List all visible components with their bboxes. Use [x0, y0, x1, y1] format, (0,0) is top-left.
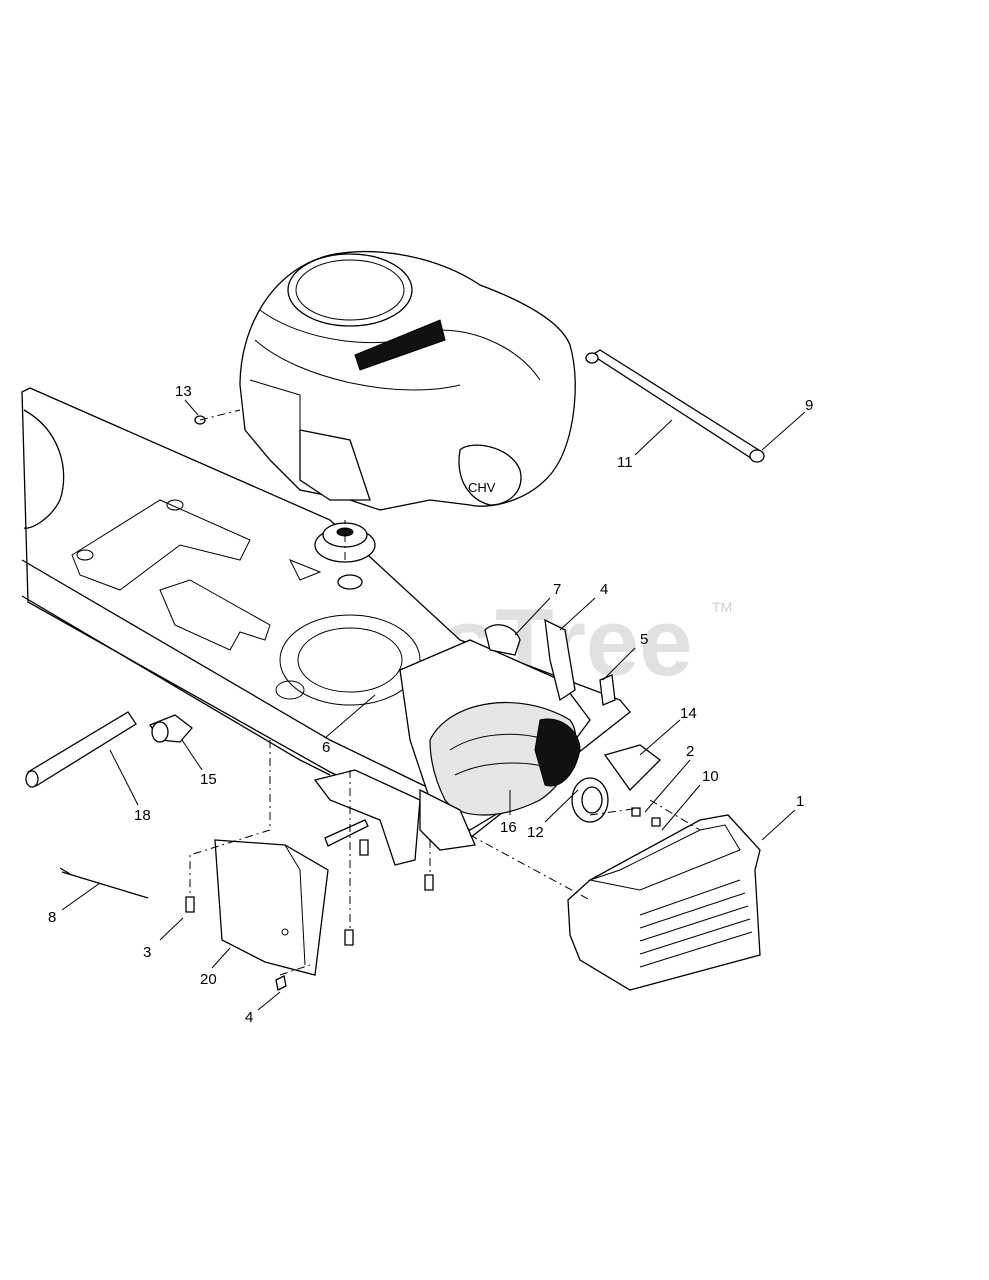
callout-11: 11 [617, 454, 633, 471]
callout-7: 7 [553, 581, 561, 598]
watermark-trademark: TM [712, 599, 732, 615]
muffler-shield-part-1 [567, 814, 761, 991]
callout-20: 20 [200, 971, 217, 988]
callout-4-top: 4 [600, 581, 608, 598]
engine: CHV [239, 250, 576, 511]
callout-1: 1 [796, 793, 804, 810]
shield-plate-part-20 [214, 839, 329, 976]
hose-part-18 [25, 711, 137, 788]
callout-labels: 1 2 3 4 4 5 6 7 8 9 10 11 12 13 14 15 16… [48, 383, 813, 1026]
callout-18: 18 [134, 807, 151, 824]
callout-2: 2 [686, 743, 694, 760]
callout-4-bottom: 4 [245, 1009, 253, 1026]
callout-leaders [61, 399, 806, 1011]
assembly-lines [189, 409, 701, 976]
callout-15: 15 [200, 771, 217, 788]
cable-tie-part-8 [59, 867, 149, 899]
exhaust-assembly [313, 618, 616, 866]
callout-3: 3 [143, 944, 151, 961]
callout-5: 5 [640, 631, 648, 648]
callout-8: 8 [48, 909, 56, 926]
shield-vents [639, 879, 753, 968]
callout-9: 9 [805, 397, 813, 414]
rod-part-11 [585, 349, 765, 463]
callout-6: 6 [322, 739, 330, 756]
callout-12: 12 [527, 824, 544, 841]
callout-14: 14 [680, 705, 697, 722]
fitting-part-15 [149, 714, 193, 743]
callout-16: 16 [500, 819, 517, 836]
hardware [185, 415, 661, 991]
flange-part-12 [571, 744, 661, 823]
pulley [314, 522, 376, 590]
svg-text:CHV: CHV [468, 480, 496, 495]
callout-13: 13 [175, 383, 192, 400]
callout-10: 10 [702, 768, 719, 785]
